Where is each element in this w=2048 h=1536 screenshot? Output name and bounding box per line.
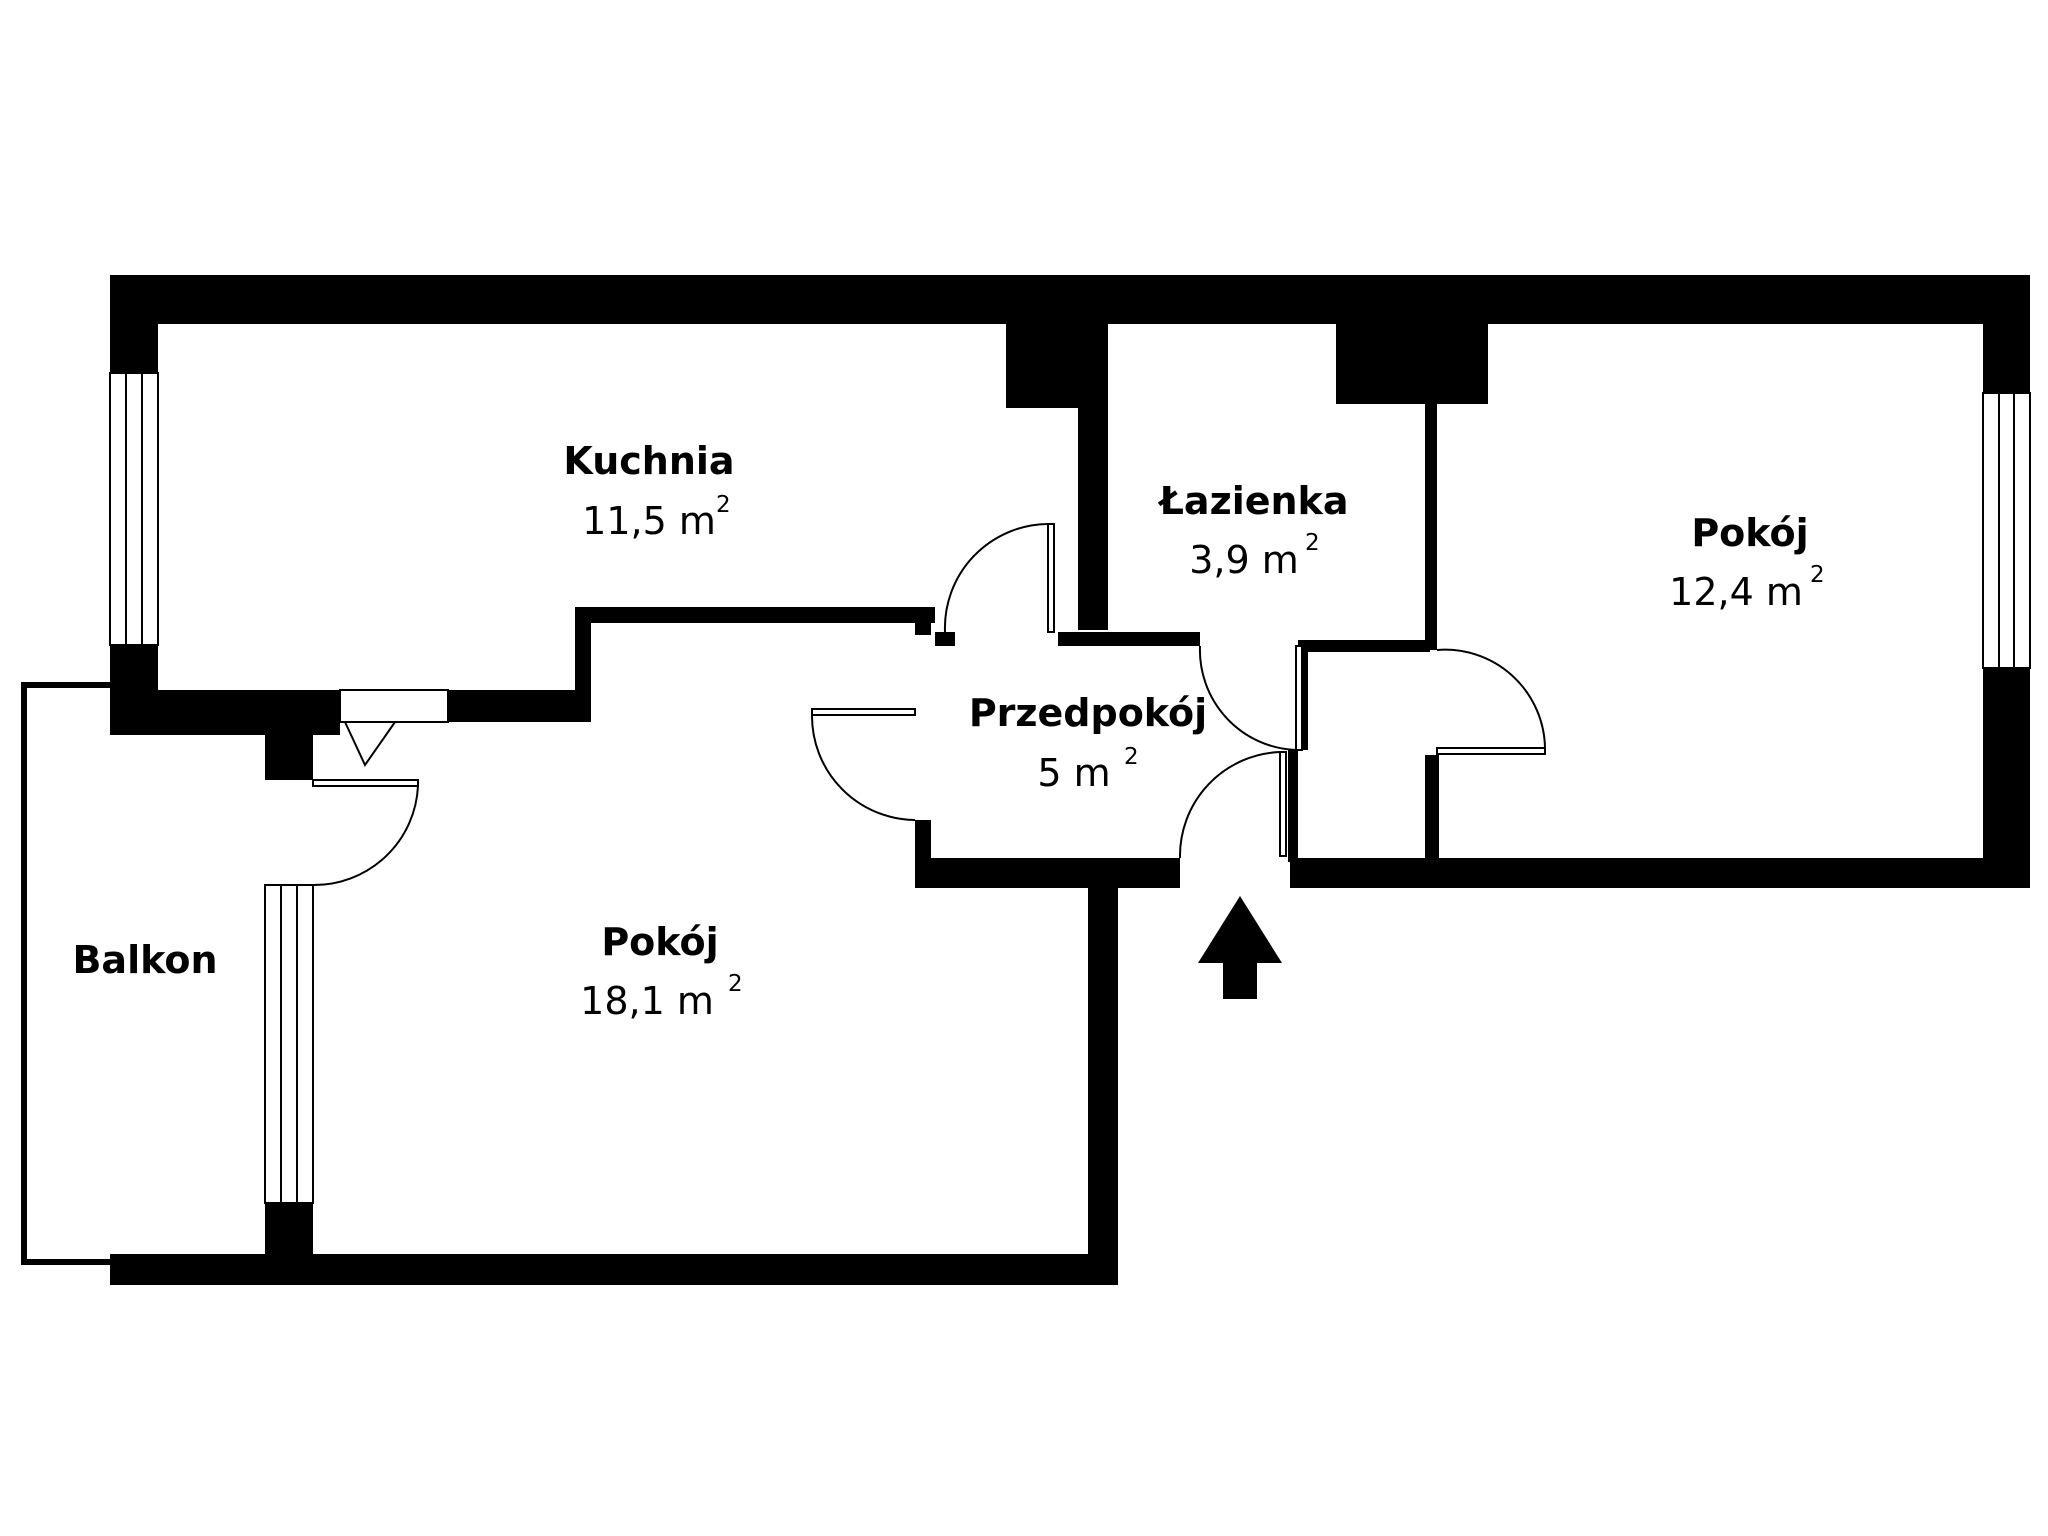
kitchen-corner [158, 690, 340, 735]
main-room-area: 18,1 m [580, 979, 714, 1023]
main-room-name: Pokój [601, 920, 718, 964]
right-room-name: Pokój [1691, 511, 1808, 555]
room-label-hallway: Przedpokój 5 m 2 [969, 691, 1207, 795]
kitchen-door [943, 523, 1055, 633]
room-label-balcony: Balkon [72, 938, 217, 982]
balcony-outline [21, 682, 158, 1265]
hallway-left-wall [915, 820, 931, 888]
kitchen-area: 11,5 m [582, 499, 716, 543]
hallway-area-sup: 2 [1124, 744, 1139, 770]
hallway-bottom-wall [915, 858, 1180, 888]
right-room-left-wall-lower [1425, 755, 1439, 865]
right-wall-lower [1983, 668, 2030, 888]
right-room-area: 12,4 m [1669, 570, 1803, 614]
kitchen-name: Kuchnia [563, 439, 734, 483]
doors [312, 523, 1546, 887]
right-room-area-sup: 2 [1810, 562, 1825, 588]
outer-walls [110, 275, 2030, 1285]
interior-walls [915, 298, 1488, 888]
hallway-area: 5 m [1037, 751, 1110, 795]
room-label-kitchen: Kuchnia 11,5 m 2 [563, 439, 734, 543]
main-room-right-wall [1088, 858, 1118, 1285]
entrance-arrow-icon [1198, 896, 1282, 999]
kitchen-step-vertical [575, 607, 591, 722]
bathroom-area-sup: 2 [1305, 530, 1320, 556]
kitchen-window [109, 372, 159, 646]
bathroom-area: 3,9 m [1189, 538, 1299, 582]
room-label-right-room: Pokój 12,4 m 2 [1669, 511, 1825, 614]
kitchen-bathroom-wall [1078, 310, 1108, 630]
bathroom-door [1198, 645, 1303, 751]
right-room-door [1436, 648, 1546, 755]
right-bottom-corner [1983, 858, 2030, 888]
main-room-door [810, 708, 916, 821]
hallway-top-wall-right [1058, 632, 1200, 646]
chimney-kitchen [1006, 310, 1078, 408]
right-top-corner [1983, 275, 2030, 340]
main-room-bottom-wall [110, 1254, 1118, 1285]
left-wall-upper [110, 275, 158, 373]
kitchen-balcony-window [339, 689, 449, 723]
hallway-name: Przedpokój [969, 691, 1207, 735]
kitchen-bottom-wall-mid [448, 690, 588, 722]
balcony-door [312, 721, 419, 887]
room-label-bathroom: Łazienka 3,9 m 2 [1158, 479, 1349, 582]
hallway-left-wall-top [915, 623, 931, 635]
entrance-door [1178, 751, 1287, 859]
bathroom-bottom-wall [1298, 640, 1430, 652]
room-label-main-room: Pokój 18,1 m 2 [580, 920, 743, 1023]
kitchen-area-sup: 2 [716, 492, 731, 518]
balcony-window [264, 884, 314, 1204]
vestibule-lower-wall [1288, 750, 1298, 862]
balcony-name: Balkon [72, 938, 217, 982]
bathroom-right-wall [1425, 404, 1437, 650]
right-bottom-wall [1290, 858, 2030, 888]
main-room-area-sup: 2 [728, 971, 743, 997]
chimney-bathroom [1336, 298, 1488, 404]
right-room-window [1982, 392, 2031, 669]
main-left-wall-upper [265, 735, 313, 780]
hallway-top-wall-left [935, 632, 955, 646]
kitchen-step-horizontal [575, 607, 935, 623]
main-left-wall-lower [265, 1203, 313, 1285]
bathroom-name: Łazienka [1158, 479, 1349, 523]
windows [109, 372, 2031, 1204]
